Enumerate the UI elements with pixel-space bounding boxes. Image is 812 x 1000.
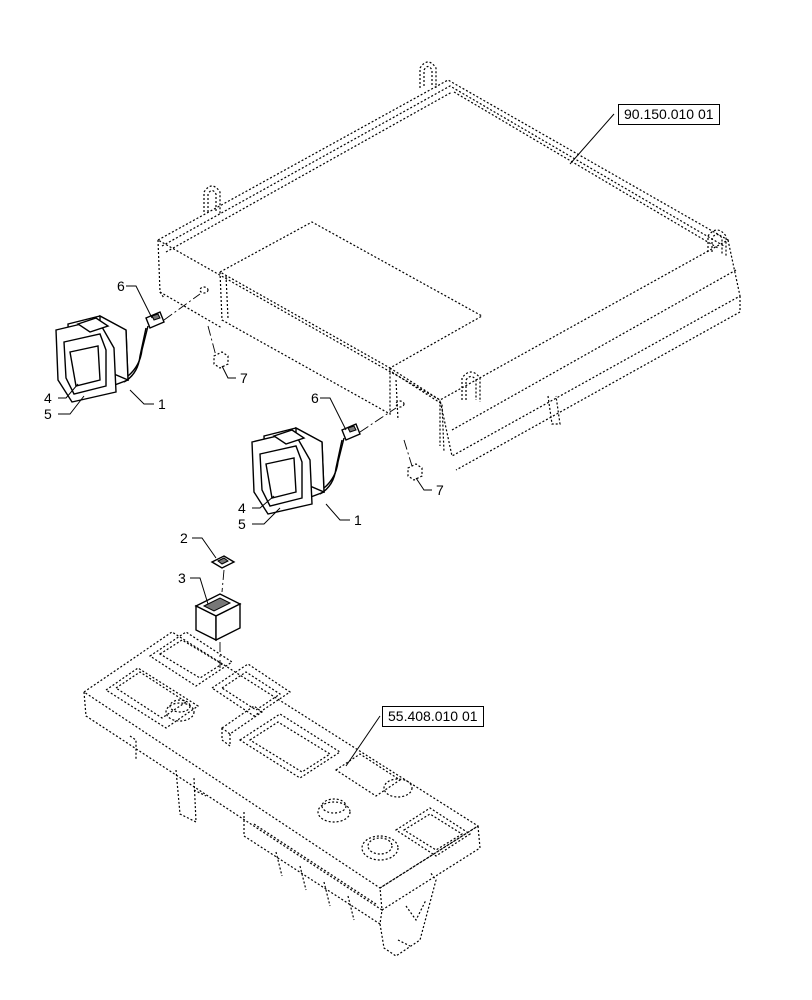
callout-lens-lower: 5 [238, 516, 246, 532]
rocker-switch[interactable] [194, 555, 242, 668]
callout-nut-lower: 7 [436, 482, 444, 498]
callout-switch-body: 3 [178, 570, 186, 586]
work-lamp-lower[interactable] [251, 407, 397, 515]
instrument-panel-reference-label[interactable]: 55.408.010 01 [382, 706, 484, 727]
instrument-panel-assembly [82, 631, 481, 957]
callout-lens-upper: 5 [44, 406, 52, 422]
cab-roof-reference-label[interactable]: 90.150.010 01 [618, 104, 720, 125]
callout-harness-lower: 1 [354, 512, 362, 528]
callout-bezel-upper: 4 [44, 390, 52, 406]
cab-roof-assembly [156, 61, 741, 481]
leader-lines [58, 113, 615, 767]
callout-seal-lower: 6 [311, 390, 319, 406]
callout-bezel-lower: 4 [238, 500, 246, 516]
callout-seal-upper: 6 [117, 278, 125, 294]
callout-switch-cap: 2 [180, 530, 188, 546]
callout-nut-upper: 7 [240, 370, 248, 386]
callout-harness-upper: 1 [158, 396, 166, 412]
work-lamp-upper[interactable] [55, 293, 201, 403]
